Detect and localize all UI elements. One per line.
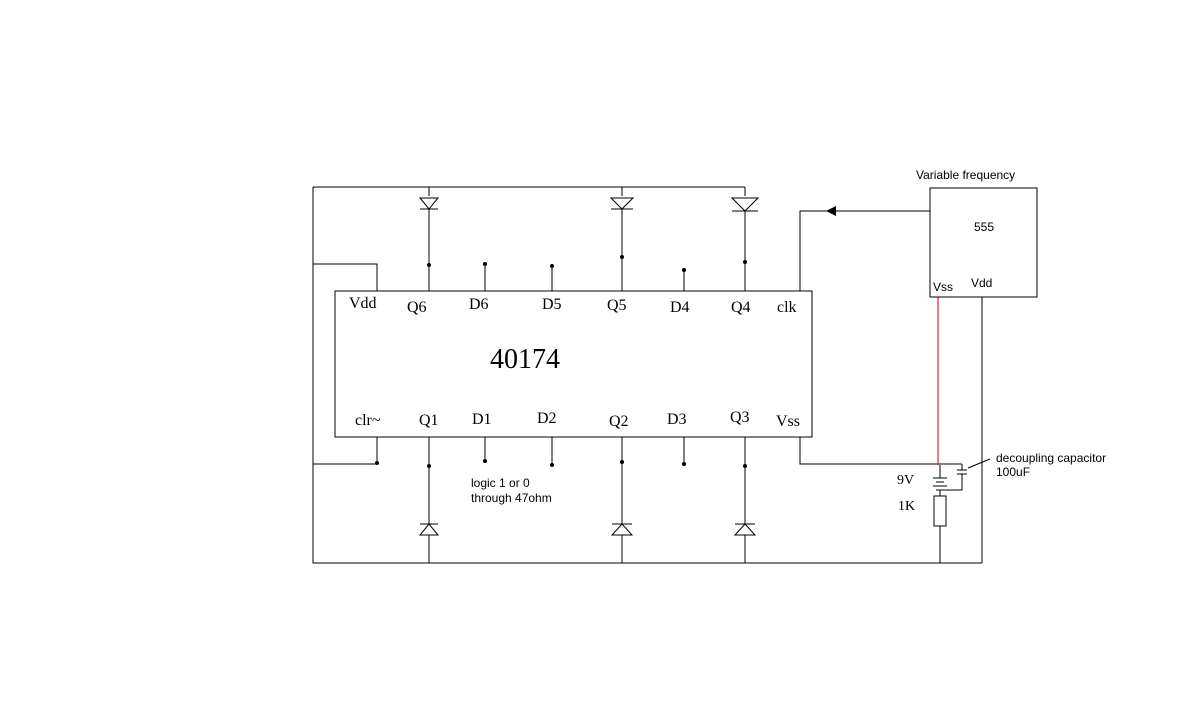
pin-clr: clr~ [355, 412, 381, 429]
timer-pin-vdd: Vdd [971, 276, 992, 290]
timer-title: Variable frequency [916, 168, 1015, 182]
pin-d4: D4 [670, 299, 690, 316]
capacitor-label: decoupling capacitor [996, 451, 1106, 465]
pin-q3: Q3 [730, 409, 750, 426]
pin-vss: Vss [776, 413, 800, 430]
timer-pin-vss: Vss [933, 280, 953, 294]
pin-d2: D2 [537, 410, 557, 427]
pin-d1: D1 [472, 411, 492, 428]
pin-d5: D5 [542, 296, 562, 313]
clk-arrow-icon [826, 206, 836, 216]
power-section: 9V 1K decoupling capacitor 100uF [897, 451, 1106, 527]
capacitor-value: 100uF [996, 465, 1030, 479]
pin-q6: Q6 [407, 299, 427, 316]
top-diodes [418, 187, 760, 291]
chip-part-number: 40174 [490, 344, 560, 375]
resistor [933, 495, 947, 527]
timer-body [929, 187, 1038, 298]
resistor-label: 1K [898, 499, 915, 514]
pin-q5: Q5 [607, 297, 627, 314]
logic-note: logic 1 or 0 through 47ohm [471, 476, 552, 505]
capacitor-leader [967, 458, 991, 469]
pin-q2: Q2 [609, 413, 629, 430]
pin-q4: Q4 [731, 299, 751, 316]
note-line-2: through 47ohm [471, 491, 552, 505]
bottom-diodes [375, 437, 757, 563]
pin-clk: clk [777, 299, 797, 316]
chip-40174: 40174 Vdd Q6 D6 D5 Q5 D4 Q4 clk clr~ Q1 … [334, 290, 813, 438]
note-line-1: logic 1 or 0 [471, 476, 530, 490]
pin-d3: D3 [667, 411, 687, 428]
pin-q1: Q1 [419, 412, 439, 429]
pin-d6: D6 [469, 296, 489, 313]
chip-body [334, 290, 813, 438]
battery-label: 9V [897, 473, 914, 488]
timer-555: Variable frequency 555 Vss Vdd [916, 168, 1038, 298]
pin-vdd: Vdd [349, 295, 377, 312]
wiring [312, 186, 983, 564]
timer-part-number: 555 [974, 220, 994, 234]
